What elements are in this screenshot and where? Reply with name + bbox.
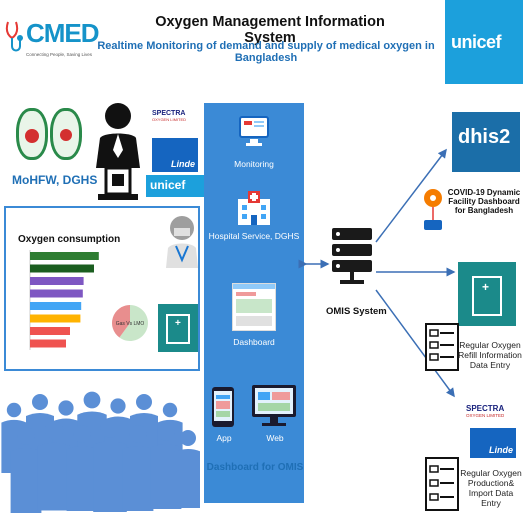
server-icon bbox=[332, 228, 372, 284]
dghs-seal bbox=[50, 108, 82, 160]
hospital-building-icon bbox=[238, 191, 270, 225]
production-form-icon bbox=[425, 457, 459, 511]
dhis2-logo: dhis2 bbox=[452, 112, 520, 172]
monitor-icon bbox=[239, 116, 269, 146]
unicef-wordmark: unicef bbox=[451, 32, 502, 52]
hospital-icon: + bbox=[158, 304, 198, 352]
web-monitor-icon bbox=[252, 385, 296, 426]
page-title: Oxygen Management Information System bbox=[155, 14, 385, 46]
official-podium-icon bbox=[96, 103, 140, 200]
doctor-icon bbox=[166, 216, 198, 268]
linde-logo-right: Linde bbox=[470, 428, 516, 458]
web-label: Web bbox=[266, 433, 284, 443]
api-label: API bbox=[426, 238, 437, 244]
pie-slice bbox=[119, 305, 148, 341]
person-silhouette bbox=[174, 430, 200, 508]
cmed-wordmark: CMED bbox=[26, 18, 100, 48]
omis-system-label: OMIS System bbox=[326, 306, 387, 317]
production-caption: Regular Oxygen Production& Import Data E… bbox=[460, 468, 522, 508]
app-label: App bbox=[216, 433, 232, 443]
chart-bar bbox=[30, 264, 94, 273]
omis-dashboard-panel: Monitoring Hospital Service, DGHS Dashbo… bbox=[204, 103, 304, 503]
api-gear-icon bbox=[424, 189, 442, 230]
chart-bar bbox=[30, 302, 82, 310]
chart-bar bbox=[30, 314, 81, 323]
chart-bar bbox=[30, 289, 83, 298]
person-silhouette bbox=[66, 425, 98, 511]
person-silhouette bbox=[93, 418, 127, 512]
chart-bar bbox=[30, 252, 99, 260]
spectra-logo-right: SPECTRA OXYGEN LIMITED bbox=[466, 404, 518, 426]
chart-bar bbox=[30, 339, 66, 348]
chart-bar bbox=[30, 327, 70, 335]
unicef-logo-top: unicef bbox=[445, 0, 523, 84]
cmed-tagline: Connecting People, Saving Lives bbox=[26, 52, 93, 57]
oxygen-consumption-panel: Oxygen consumption Gas Vs LMO + bbox=[4, 206, 200, 371]
people-crowd-icon bbox=[1, 391, 200, 513]
hospital-facility-icon: + bbox=[458, 262, 516, 326]
person-silhouette bbox=[150, 423, 182, 509]
mobile-app-icon bbox=[212, 387, 234, 427]
hospital-service-label: Hospital Service, DGHS bbox=[208, 231, 300, 241]
government-seal bbox=[16, 108, 48, 160]
refill-caption: Regular Oxygen Refill Information Data E… bbox=[458, 340, 522, 370]
person-silhouette bbox=[10, 427, 42, 513]
oxygen-consumption-chart bbox=[29, 250, 99, 350]
dashboard-label: Dashboard bbox=[233, 337, 275, 347]
page-subtitle: Realtime Monitoring of demand and supply… bbox=[97, 40, 435, 64]
cmed-logo: CMED Connecting People, Saving Lives bbox=[4, 18, 100, 66]
spectra-logo: SPECTRA OXYGEN LIMITED bbox=[152, 110, 200, 134]
chart-title: Oxygen consumption bbox=[18, 234, 121, 245]
refill-form-icon bbox=[425, 323, 459, 371]
person-silhouette bbox=[122, 425, 154, 511]
pie-slice bbox=[112, 305, 130, 338]
gas-vs-lmo-pie: Gas Vs LMO bbox=[112, 305, 148, 341]
linde-logo: Linde bbox=[152, 138, 198, 172]
unicef-logo-small: unicef bbox=[146, 175, 204, 197]
pie-title: Gas Vs LMO bbox=[116, 321, 145, 327]
dhis-caption: COVID-19 Dynamic Facility Dashboard for … bbox=[447, 188, 521, 215]
ministry-label: MoHFW, DGHS bbox=[12, 173, 98, 187]
chart-bar bbox=[30, 277, 84, 285]
stethoscope-icon bbox=[5, 21, 23, 52]
monitoring-label: Monitoring bbox=[234, 159, 274, 169]
dashboard-thumbnail bbox=[232, 283, 276, 331]
dashboard-caption: Dashboard for OMIS bbox=[206, 462, 304, 473]
person-silhouette bbox=[37, 420, 71, 511]
